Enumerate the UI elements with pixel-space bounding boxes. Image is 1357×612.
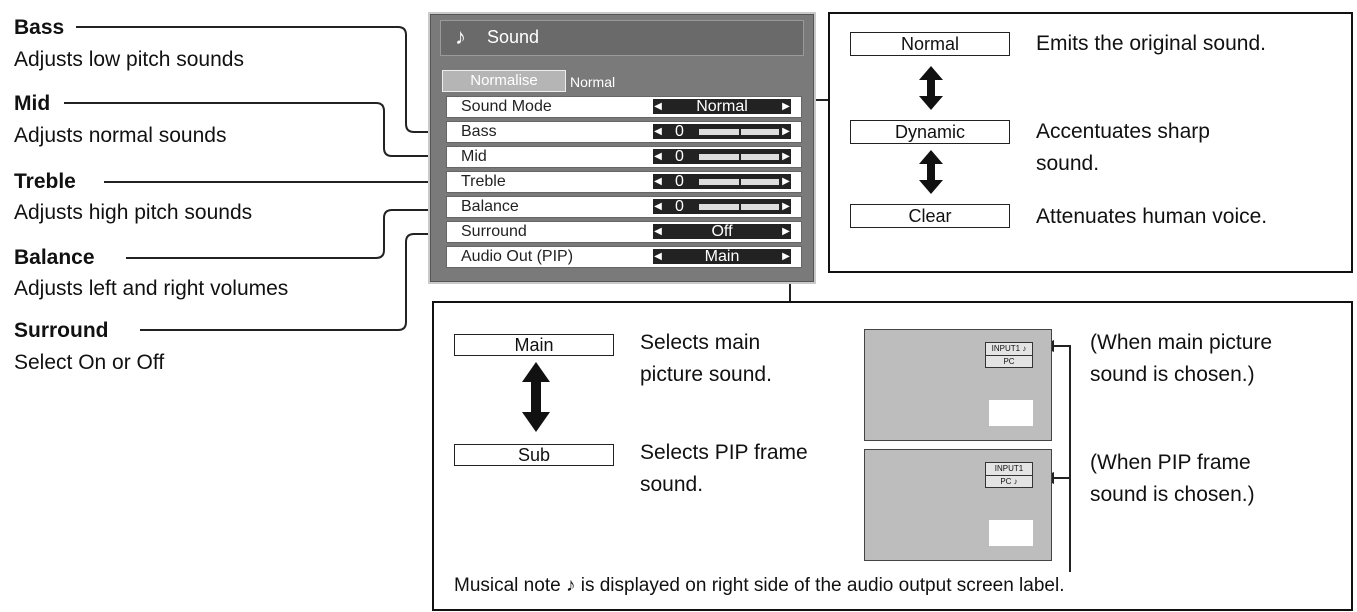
mode-dynamic: Dynamic [850,120,1010,144]
slider-thumb[interactable] [739,202,741,212]
normalise-button[interactable]: Normalise [442,70,566,92]
arrow-right-icon[interactable]: ▶ [782,101,790,112]
osd-row-label: Sound Mode [461,98,552,115]
screen-label: INPUT1 PC ♪ [985,462,1033,488]
mode-clear-desc: Attenuates human voice. [1036,205,1268,228]
osd-row-label: Surround [461,223,527,240]
annotation-surround-title: Surround [14,319,109,342]
annotation-bass-desc: Adjusts low pitch sounds [14,48,244,71]
osd-row-value: Main [704,248,740,265]
annotation-surround-desc: Select On or Off [14,351,165,374]
normalise-value: Normal [570,74,616,90]
pip-frame [989,400,1033,426]
osd-row-value: 0 [675,173,684,190]
mode-dynamic-desc-2: sound. [1036,152,1100,175]
osd-row-value: Off [711,223,733,240]
arrow-right-icon[interactable]: ▶ [782,176,790,187]
osd-title-bar: ♪ Sound [440,20,804,56]
osd-row-label: Mid [461,148,487,165]
mid-slider[interactable]: ◀ 0 ▶ [653,148,791,165]
osd-title: Sound [487,27,540,47]
arrow-left-icon[interactable]: ◀ [654,126,662,137]
arrow-right-icon[interactable]: ▶ [782,126,790,137]
osd-row-treble[interactable]: Treble ◀ 0 ▶ [446,171,802,193]
pip-frame [989,520,1033,546]
annotation-balance-desc: Adjusts left and right volumes [14,277,289,300]
osd-row-mid[interactable]: Mid ◀ 0 ▶ [446,146,802,168]
treble-slider[interactable]: ◀ 0 ▶ [653,173,791,190]
screen-main-sound: INPUT1 ♪ PC [864,329,1052,441]
arrow-right-icon[interactable]: ▶ [782,201,790,212]
pip-caption: (When PIP frame [1090,451,1251,474]
arrow-left-icon[interactable]: ◀ [654,226,662,237]
footnote: Musical note ♪ is displayed on right sid… [454,575,1065,596]
slider-track[interactable] [699,177,779,187]
screen-label-line: INPUT1 [986,463,1032,476]
osd-row-label: Audio Out (PIP) [461,248,574,265]
arrow-right-icon[interactable]: ▶ [782,226,790,237]
annotation-mid-desc: Adjusts normal sounds [14,124,227,147]
audio-out-options-box: Main Selects main picture sound. Sub Sel… [432,301,1353,611]
slider-track[interactable] [699,127,779,137]
osd-row-label: Bass [461,123,497,140]
osd-row-value: 0 [675,148,684,165]
balance-slider[interactable]: ◀ 0 ▶ [653,198,791,215]
audio-out-sub: Sub [454,444,614,466]
osd-row-sound-mode[interactable]: Sound Mode ◀ Normal ▶ [446,96,802,118]
osd-row-value: 0 [675,198,684,215]
screen-label-line: PC [1003,357,1015,366]
osd-row-label: Treble [461,173,506,190]
arrow-left-icon[interactable]: ◀ [654,251,662,262]
surround-selector[interactable]: ◀ Off ▶ [653,223,791,240]
arrow-left-icon[interactable]: ◀ [654,176,662,187]
slider-thumb[interactable] [739,177,741,187]
screen-label-line: PC ♪ [1000,477,1018,486]
audio-out-sub-desc: Selects PIP frame [640,441,808,464]
osd-row-bass[interactable]: Bass ◀ 0 ▶ [446,121,802,143]
audio-out-main-desc: Selects main [640,331,761,354]
arrow-right-icon[interactable]: ▶ [782,151,790,162]
sound-osd-menu: ♪ Sound Normalise Normal Sound Mode ◀ No… [428,12,816,284]
mode-dynamic-desc: Accentuates sharp [1036,120,1210,143]
arrow-right-icon[interactable]: ▶ [782,251,790,262]
osd-row-surround[interactable]: Surround ◀ Off ▶ [446,221,802,243]
arrow-left-icon[interactable]: ◀ [654,201,662,212]
audio-out-main-desc-2: picture sound. [640,363,772,386]
slider-track[interactable] [699,152,779,162]
osd-row-value: 0 [675,123,684,140]
screen-label-line: INPUT1 ♪ [986,343,1032,356]
arrow-left-icon[interactable]: ◀ [654,101,662,112]
osd-row-value: Normal [696,98,748,115]
audio-out-sub-desc-2: sound. [640,473,704,496]
main-caption: (When main picture [1090,331,1273,354]
slider-thumb[interactable] [739,152,741,162]
annotation-treble-title: Treble [14,170,76,193]
slider-track[interactable] [699,202,779,212]
mode-clear: Clear [850,204,1010,228]
osd-row-label: Balance [461,198,519,215]
slider-thumb[interactable] [739,127,741,137]
annotation-balance-title: Balance [14,246,95,269]
annotation-mid-title: Mid [14,92,51,115]
mode-normal-desc: Emits the original sound. [1036,32,1266,55]
osd-row-balance[interactable]: Balance ◀ 0 ▶ [446,196,802,218]
sound-mode-selector[interactable]: ◀ Normal ▶ [653,98,791,115]
annotation-bass-title: Bass [14,16,65,39]
audio-out-main: Main [454,334,614,356]
main-caption-2: sound is chosen.) [1090,363,1255,386]
osd-row-audio-out[interactable]: Audio Out (PIP) ◀ Main ▶ [446,246,802,268]
sound-mode-options-box: Normal Emits the original sound. Dynamic… [828,12,1353,273]
screen-pip-sound: INPUT1 PC ♪ [864,449,1052,561]
screen-label: INPUT1 ♪ PC [985,342,1033,368]
audio-out-selector[interactable]: ◀ Main ▶ [653,248,791,265]
music-note-icon: ♪ [455,24,466,49]
bass-slider[interactable]: ◀ 0 ▶ [653,123,791,140]
arrow-left-icon[interactable]: ◀ [654,151,662,162]
pip-caption-2: sound is chosen.) [1090,483,1255,506]
annotation-treble-desc: Adjusts high pitch sounds [14,201,253,224]
mode-normal: Normal [850,32,1010,56]
